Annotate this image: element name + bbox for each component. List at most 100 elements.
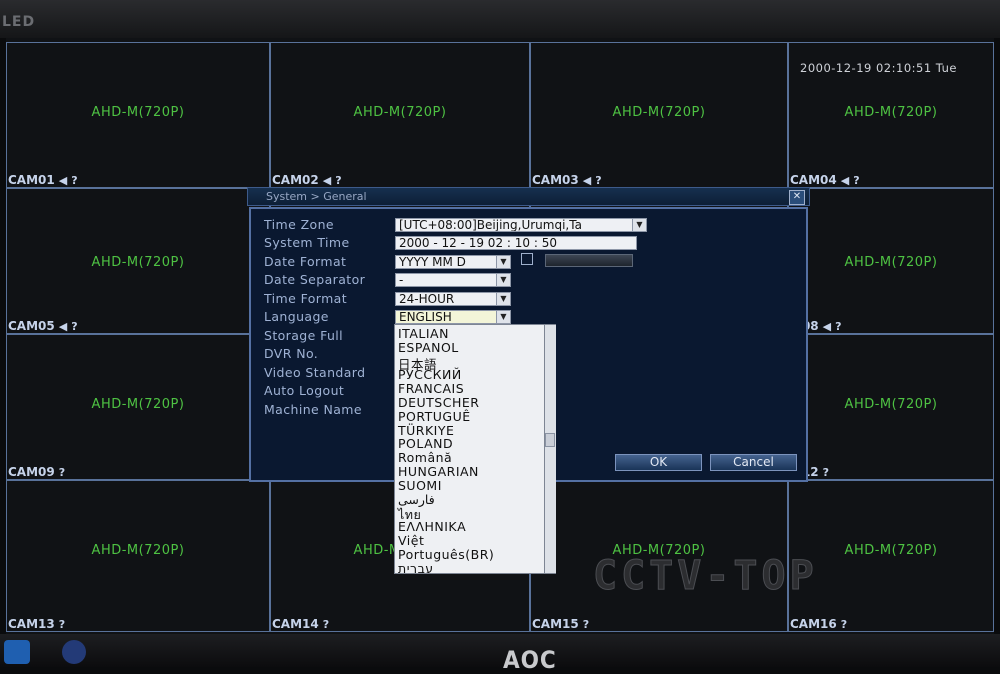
camera-tile[interactable]: AHD-M(720P) CAM02◀? [270,42,530,188]
camera-tile[interactable]: AHD-M(720P) CAM04◀? [788,42,994,188]
camera-label-text: CAM05 [8,319,55,333]
language-option[interactable]: Português(BR) [398,546,495,562]
field-label: Video Standard [264,365,366,380]
field-label: Auto Logout [264,383,345,398]
camera-label-text: CAM14 [272,617,319,631]
camera-label: CAM02◀? [272,173,342,187]
language-option[interactable]: TÜRKIYE [398,422,455,438]
camera-status: AHD-M(720P) [844,105,938,120]
field-select[interactable]: [UTC+08:00]Beijing,Urumqi,Ta ▼ [395,218,647,232]
field-label: Time Zone [264,217,334,232]
camera-status: AHD-M(720P) [353,105,447,120]
camera-tile[interactable]: AHD-M(720P)CAM01◀? [6,42,270,188]
language-option[interactable]: POLAND [398,436,454,452]
chevron-down-icon[interactable]: ▼ [496,256,510,268]
language-option[interactable]: ΕΛΛΗΝΙΚΑ [398,519,467,535]
field-select[interactable]: YYYY MM D ▼ [395,255,511,269]
camera-label-text: CAM16 [790,617,837,631]
camera-tile[interactable]: AHD-M(720P)M12? [788,334,994,480]
chevron-down-icon[interactable]: ▼ [632,219,646,231]
cancel-button[interactable]: Cancel [710,454,797,471]
field-label: Machine Name [264,402,362,417]
field-label: Time Format [264,291,348,306]
chevron-down-icon[interactable]: ▼ [496,293,510,305]
certification-badge-icon [62,640,86,664]
camera-label-text: CAM02 [272,173,319,187]
field-select[interactable]: 24-HOUR ▼ [395,292,511,306]
language-option[interactable]: עברית [398,560,434,574]
monitor-bezel-top: LED [0,0,1000,38]
language-option[interactable]: PORTUGUÊ [398,408,471,424]
camera-label: CAM05◀? [8,319,78,333]
language-option[interactable]: ITALIAN [398,326,449,341]
field-label: System Time [264,235,350,250]
language-option[interactable]: ไทย [398,507,422,523]
camera-status: AHD-M(720P) [91,255,185,270]
energy-star-badge-icon [4,640,30,664]
dialog-titlebar: System > General [247,187,810,206]
language-option[interactable]: SUOMI [398,477,442,493]
camera-tile[interactable]: AHD-M(720P)CAM03◀? [530,42,788,188]
language-option[interactable]: DEUTSCHER [398,395,480,410]
field-value: 24-HOUR [399,292,455,306]
question-mark-icon: ? [335,174,342,187]
question-mark-icon: ? [853,174,860,187]
chevron-down-icon[interactable]: ▼ [496,274,510,286]
close-icon[interactable]: ✕ [789,190,805,205]
camera-tile[interactable]: AHD-M(720P)CAM09? [6,334,270,480]
language-option[interactable]: فارسی [398,491,435,507]
question-mark-icon: ? [58,618,66,631]
field-label: Storage Full [264,328,344,343]
camera-tile[interactable]: AHD-M(720P)CAM13? [6,480,270,632]
camera-tile[interactable]: AHD-M(720P)CAM16? [788,480,994,632]
camera-label: CAM01◀? [8,173,78,187]
dst-settings-button[interactable] [545,254,633,267]
scrollbar-thumb[interactable] [545,433,555,447]
language-option[interactable]: ESPANOL [398,339,459,355]
speaker-icon: ◀ [822,320,832,333]
question-mark-icon: ? [71,174,78,187]
dst-checkbox[interactable] [521,253,533,265]
camera-status: AHD-M(720P) [612,105,706,120]
field-value: [UTC+08:00]Beijing,Urumqi,Ta [399,218,582,232]
camera-label: CAM13? [8,617,65,631]
ok-button[interactable]: OK [615,454,702,471]
camera-label: CAM09? [8,465,65,479]
language-option[interactable]: 日本語 [398,356,438,372]
camera-label: CAM04◀? [790,173,860,187]
field-value: 2000 - 12 - 19 02 : 10 : 50 [399,236,557,250]
language-option[interactable]: FRANCAIS [398,381,465,397]
watermark: CCTV-TOP [593,553,818,600]
field-select[interactable]: ENGLISH▼ [395,310,511,324]
camera-status: AHD-M(720P) [844,397,938,412]
camera-label: CAM15? [532,617,589,631]
language-option[interactable]: РУССКИЙ [398,367,462,383]
camera-label: CAM16? [790,617,847,631]
field-value: YYYY MM D [399,255,466,269]
language-option[interactable]: Română [398,450,453,466]
language-option[interactable]: HUNGARIAN [398,464,479,479]
camera-tile[interactable]: AHD-M(720P)M08◀? [788,188,994,334]
question-mark-icon: ? [595,174,602,187]
speaker-icon: ◀ [58,320,68,333]
field-label: Language [264,309,329,324]
field-label: Date Format [264,254,347,269]
field-select[interactable]: -▼ [395,273,511,287]
camera-label-text: CAM09 [8,465,55,479]
camera-tile[interactable]: AHD-M(720P)CAM15? [530,480,788,632]
camera-label-text: CAM04 [790,173,837,187]
camera-label: CAM14? [272,617,329,631]
language-list-scrollbar[interactable] [544,325,556,573]
chevron-down-icon[interactable]: ▼ [496,311,510,323]
camera-tile[interactable]: AHD-M(720P) CAM05◀? [6,188,270,334]
speaker-icon: ◀ [840,174,850,187]
question-mark-icon: ? [822,466,830,479]
speaker-icon: ◀ [582,174,592,187]
system-time-input[interactable]: 2000 - 12 - 19 02 : 10 : 50 [395,236,637,250]
osd-datetime: 2000-12-19 02:10:51 Tue [800,61,957,75]
monitor-brand-led: LED [2,14,36,30]
language-option[interactable]: Việt [398,533,425,548]
camera-status: AHD-M(720P) [844,255,938,270]
question-mark-icon: ? [582,618,590,631]
